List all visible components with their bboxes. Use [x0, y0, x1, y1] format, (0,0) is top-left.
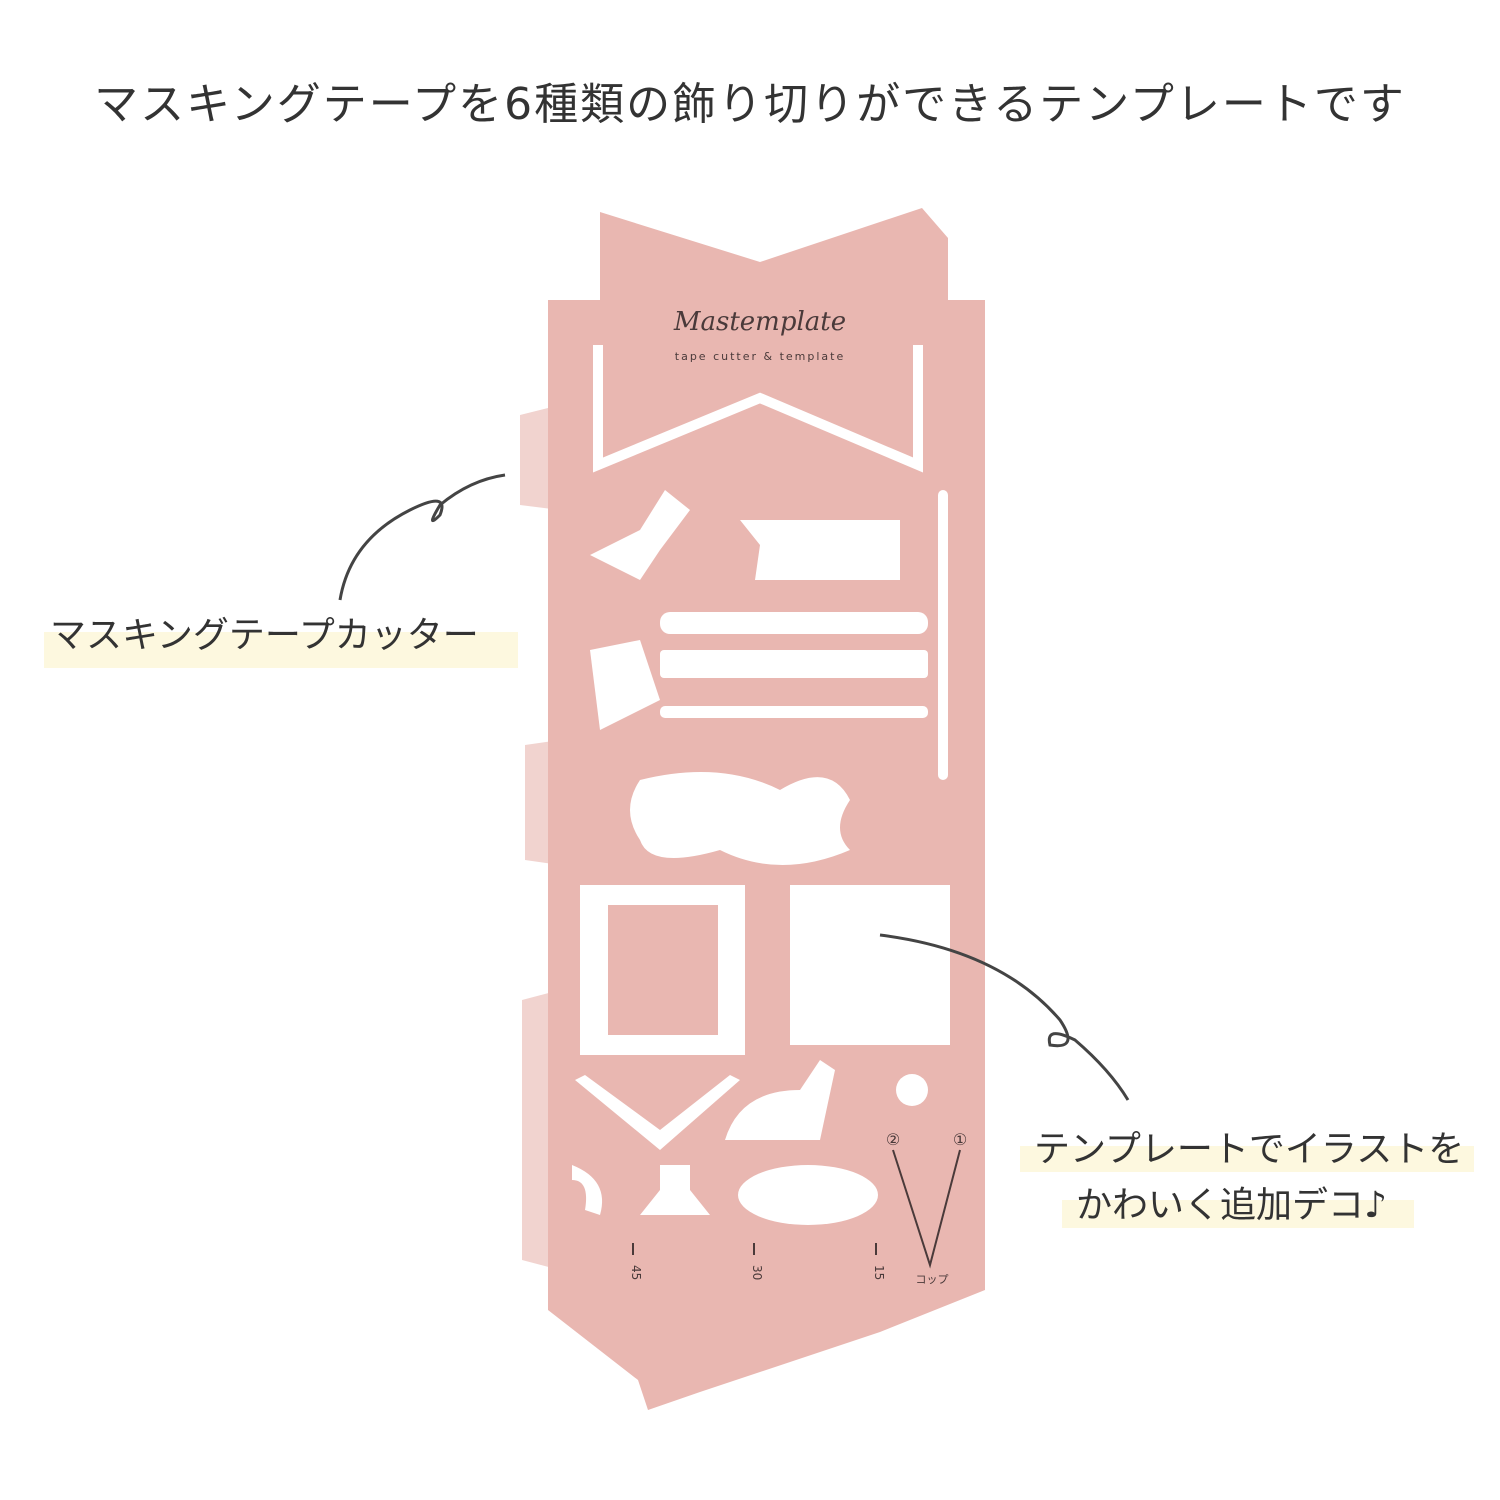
- svg-text:45: 45: [629, 1265, 643, 1280]
- cutter-slot: [593, 345, 923, 473]
- svg-text:30: 30: [750, 1265, 764, 1280]
- headline: マスキングテープを6種類の飾り切りができるテンプレートです: [94, 79, 1406, 130]
- pointer-line: [338, 473, 506, 601]
- cup-marker-2: ②: [886, 1130, 900, 1149]
- highlight-bar: [1062, 1200, 1414, 1228]
- callout-cutter: マスキングテープカッター: [50, 615, 479, 656]
- logo: Mastemplate: [673, 307, 846, 337]
- highlight-bar: [44, 632, 518, 668]
- highlight-bar: [1020, 1146, 1474, 1172]
- cup-label: コップ: [916, 1273, 949, 1286]
- cup-marker-1: ①: [953, 1130, 967, 1149]
- pointer-line: [879, 933, 1130, 1101]
- ruler-marks: 45 30 15: [629, 1243, 886, 1280]
- callout-illust-1: テンプレートでイラストを: [1034, 1129, 1465, 1170]
- svg-text:15: 15: [872, 1265, 886, 1280]
- callout-illust-2: かわいく追加デコ♪: [1076, 1185, 1387, 1226]
- logo-subtitle: tape cutter & template: [675, 350, 845, 363]
